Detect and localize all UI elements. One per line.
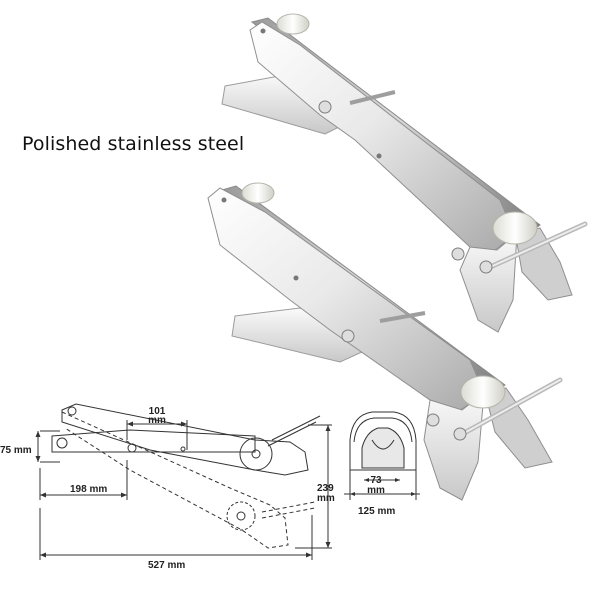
dim-198-label: 198 mm — [70, 484, 107, 495]
dim-125-label: 125 mm — [358, 506, 395, 517]
hole — [221, 197, 227, 203]
bow-roller-lower — [207, 182, 563, 501]
dim-527-label: 527 mm — [148, 560, 185, 571]
dim-75-label: 75 mm — [0, 445, 32, 456]
hole — [293, 275, 299, 281]
dim-101-value: 101 — [149, 406, 166, 417]
bolt — [453, 427, 467, 441]
side-plate — [249, 21, 516, 251]
bolt — [426, 413, 440, 427]
dim-239-unit: mm — [317, 493, 335, 504]
roller-front — [460, 375, 506, 409]
roller-front — [492, 211, 538, 245]
fin-plate — [423, 391, 485, 501]
hole — [376, 153, 382, 159]
fin-plate-rear — [484, 387, 553, 469]
fin-plate-rear — [514, 227, 573, 301]
cross-bar — [349, 90, 396, 105]
cross-bar — [379, 311, 426, 323]
material-caption: Polished stainless steel — [22, 133, 245, 155]
dim-101-unit: mm — [148, 415, 166, 426]
dim-239-value: 239 — [317, 483, 334, 494]
dimension-arrows — [35, 421, 331, 558]
hole — [260, 28, 266, 34]
fin-plate — [459, 231, 518, 333]
roller-rear — [276, 13, 310, 35]
bow-roller-upper — [221, 13, 588, 333]
bolt — [318, 100, 332, 114]
bolt — [451, 247, 465, 261]
front-view-drawing — [344, 411, 420, 500]
roller-rear — [241, 182, 275, 204]
front-view-arrows — [350, 478, 416, 496]
dim-73-value: 73 — [370, 475, 382, 486]
dim-73-unit: mm — [367, 485, 385, 496]
dimension-labels: 101 mm 75 mm 198 mm 527 mm 239 mm 73 mm … — [0, 406, 395, 571]
bolt — [341, 329, 355, 343]
side-view-drawing — [37, 403, 332, 560]
bolt — [479, 260, 493, 274]
